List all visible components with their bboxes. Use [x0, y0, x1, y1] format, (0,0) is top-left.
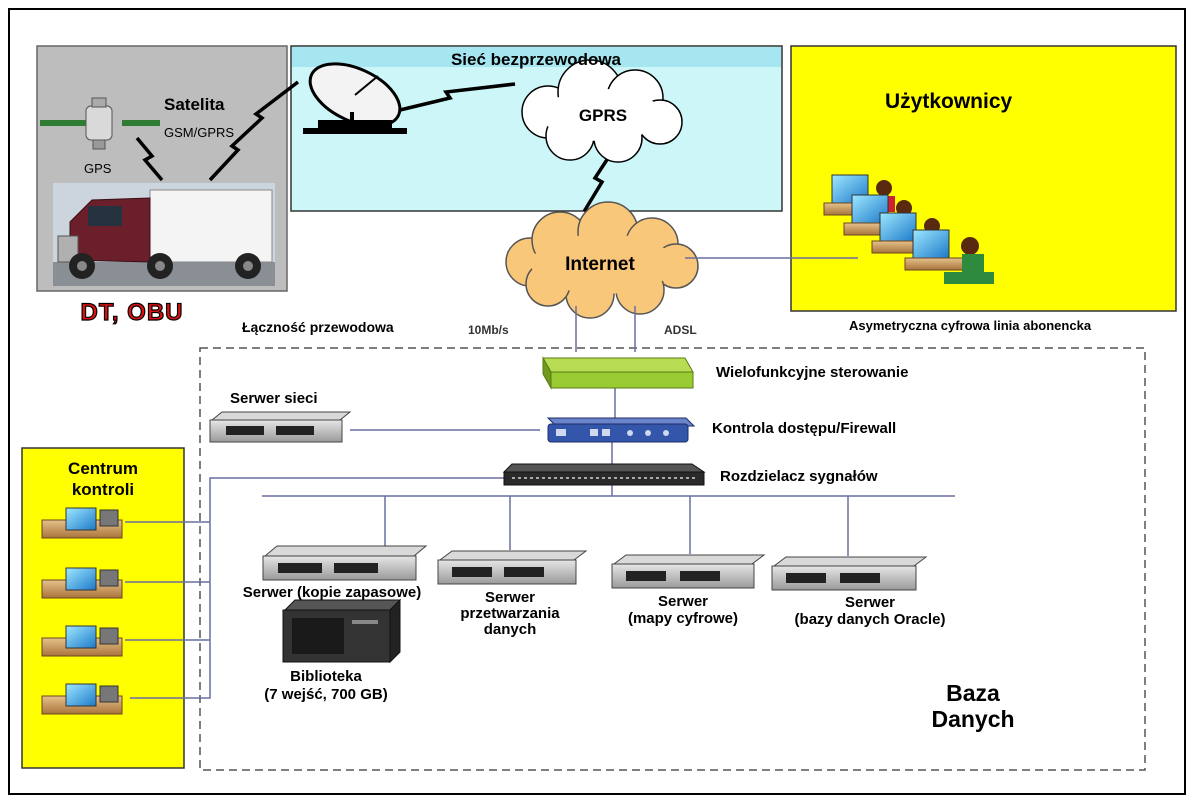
adsl-caption: Asymetryczna cyfrowa linia abonencka: [849, 318, 1092, 333]
cloud-icon: [521, 59, 683, 163]
server-backup-label: Serwer (kopie zapasowe): [242, 584, 422, 601]
gps-label: GPS: [84, 161, 112, 176]
database-zone: [199, 347, 1146, 771]
server-processing-label-2: przetwarzania: [460, 605, 560, 622]
lightning-link-icon: [135, 136, 164, 182]
gsm-gprs-label: GSM/GPRS: [164, 125, 235, 140]
speed-label: 10Mb/s: [468, 323, 509, 337]
library-label-2: (7 wejść, 700 GB): [264, 686, 388, 703]
connection-lines: [125, 257, 955, 699]
firewall-label: Kontrola dostępu/Firewall: [712, 420, 897, 437]
switch-icon: [502, 463, 706, 486]
users-title: Użytkownicy: [885, 90, 1013, 113]
lightning-link-icon: [399, 82, 516, 112]
multifunction-label: Wielofunkcyjne sterowanie: [716, 364, 909, 381]
wireless-title: Sieć bezprzewodowa: [451, 50, 622, 69]
wired-connection-label: Łączność przewodowa: [242, 319, 394, 335]
server-maps-label-1: Serwer: [657, 593, 709, 610]
control-center-title-2: kontroli: [71, 480, 135, 499]
adsl-label: ADSL: [664, 323, 697, 337]
router-icon: [542, 356, 694, 390]
control-center-panel: [21, 447, 185, 769]
gprs-label: GPRS: [579, 106, 627, 125]
firewall-icon: [546, 417, 696, 443]
dt-obu-badge: DT, OBU: [81, 299, 184, 326]
tape-library-icon: [282, 598, 402, 664]
server-oracle-label-1: Serwer: [844, 594, 896, 611]
computer-workstation-icon: [41, 567, 123, 599]
control-center-title-1: Centrum: [68, 459, 138, 478]
splitter-label: Rozdzielacz sygnałów: [720, 468, 878, 485]
computer-workstation-icon: [41, 507, 123, 539]
server-processing-label-3: danych: [483, 621, 537, 638]
computer-workstation-icon: [904, 229, 994, 284]
server-icon: [262, 545, 428, 581]
library-label-1: Biblioteka: [290, 668, 362, 685]
satellite-dish-icon: [303, 62, 407, 134]
database-label-2: Danych: [931, 706, 1015, 732]
server-processing-label-1: Serwer: [484, 589, 536, 606]
lightning-link-icon: [208, 80, 300, 182]
database-label-1: Baza: [946, 680, 1000, 706]
server-icon: [611, 554, 766, 589]
network-server-label: Serwer sieci: [230, 390, 318, 407]
server-oracle-label-2: (bazy danych Oracle): [794, 611, 946, 628]
cloud-icon: [505, 201, 699, 319]
wireless-header-bar: [292, 47, 781, 67]
computer-workstation-icon: [41, 625, 123, 657]
computer-workstation-icon: [41, 683, 123, 715]
internet-label: Internet: [565, 254, 635, 275]
satellite-icon: [40, 97, 160, 150]
server-icon: [209, 411, 352, 443]
server-icon: [771, 556, 928, 591]
server-maps-label-2: (mapy cyfrowe): [627, 610, 739, 627]
server-icon: [437, 550, 588, 585]
outer-frame: [8, 8, 1186, 795]
satellite-label: Satelita: [164, 95, 225, 114]
truck-icon: [53, 183, 275, 286]
